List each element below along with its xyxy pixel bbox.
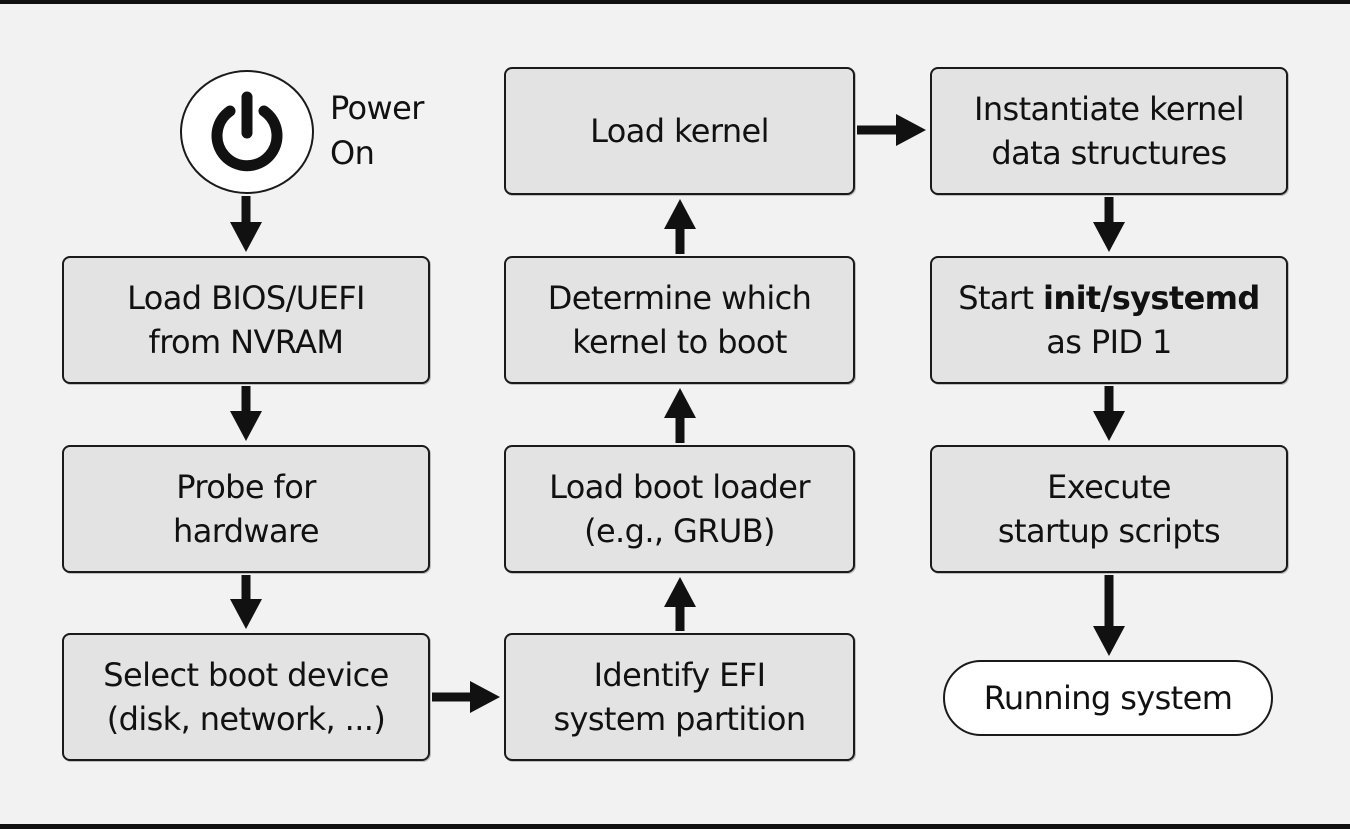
- arrow-power-to-bios: [230, 196, 262, 252]
- select-boot-device-line2: (disk, network, ...): [106, 700, 386, 738]
- probe-hardware-line2: hardware: [173, 512, 320, 550]
- start-init-line1: Start init/systemd: [958, 276, 1260, 320]
- determine-kernel-box: Determine which kernel to boot: [504, 256, 855, 384]
- running-system-terminal: Running system: [943, 660, 1273, 736]
- determine-kernel-line2: kernel to boot: [572, 323, 787, 361]
- start-init-line2: as PID 1: [1046, 323, 1172, 361]
- arrow-scripts-to-running: [1093, 575, 1125, 656]
- select-boot-device-box: Select boot device (disk, network, ...): [62, 633, 430, 761]
- identify-efi-box: Identify EFI system partition: [504, 633, 855, 761]
- arrow-efi-to-bootloader: [664, 577, 696, 631]
- arrow-init-to-scripts: [1093, 386, 1125, 441]
- power-on-label: Power On: [330, 86, 424, 176]
- probe-hardware-line1: Probe for: [176, 468, 316, 506]
- arrow-bios-to-probe: [230, 386, 262, 441]
- load-kernel-box: Load kernel: [504, 67, 855, 195]
- running-system-label: Running system: [983, 679, 1233, 717]
- identify-efi-line2: system partition: [553, 700, 806, 738]
- load-bios-box: Load BIOS/UEFI from NVRAM: [62, 256, 430, 384]
- instantiate-kernel-box: Instantiate kernel data structures: [930, 67, 1288, 195]
- arrow-probe-to-select: [230, 575, 262, 629]
- start-init-command: init/systemd: [1043, 279, 1260, 317]
- arrow-select-to-efi: [432, 681, 500, 713]
- arrow-kernel-to-instantiate: [857, 114, 926, 146]
- power-button-circle: [180, 70, 314, 194]
- load-boot-loader-line2: (e.g., GRUB): [584, 512, 775, 550]
- load-kernel-line1: Load kernel: [590, 112, 769, 150]
- execute-scripts-box: Execute startup scripts: [930, 445, 1288, 573]
- arrow-bootloader-to-determine: [664, 388, 696, 443]
- power-icon: [211, 91, 283, 172]
- load-boot-loader-box: Load boot loader (e.g., GRUB): [504, 445, 855, 573]
- start-init-prefix: Start: [958, 279, 1044, 317]
- start-init-box: Start init/systemd as PID 1: [930, 256, 1288, 384]
- arrow-determine-to-load-kernel: [664, 199, 696, 254]
- instantiate-kernel-line1: Instantiate kernel: [973, 90, 1245, 128]
- power-label-line1: Power: [330, 89, 424, 127]
- power-label-line2: On: [330, 134, 375, 172]
- instantiate-kernel-line2: data structures: [991, 134, 1227, 172]
- execute-scripts-line2: startup scripts: [997, 512, 1221, 550]
- determine-kernel-line1: Determine which: [547, 279, 812, 317]
- identify-efi-line1: Identify EFI: [593, 656, 766, 694]
- load-boot-loader-line1: Load boot loader: [549, 468, 810, 506]
- probe-hardware-box: Probe for hardware: [62, 445, 430, 573]
- load-bios-line2: from NVRAM: [148, 323, 345, 361]
- select-boot-device-line1: Select boot device: [103, 656, 389, 694]
- arrow-instantiate-to-init: [1093, 197, 1125, 252]
- execute-scripts-line1: Execute: [1047, 468, 1171, 506]
- load-bios-line1: Load BIOS/UEFI: [127, 279, 365, 317]
